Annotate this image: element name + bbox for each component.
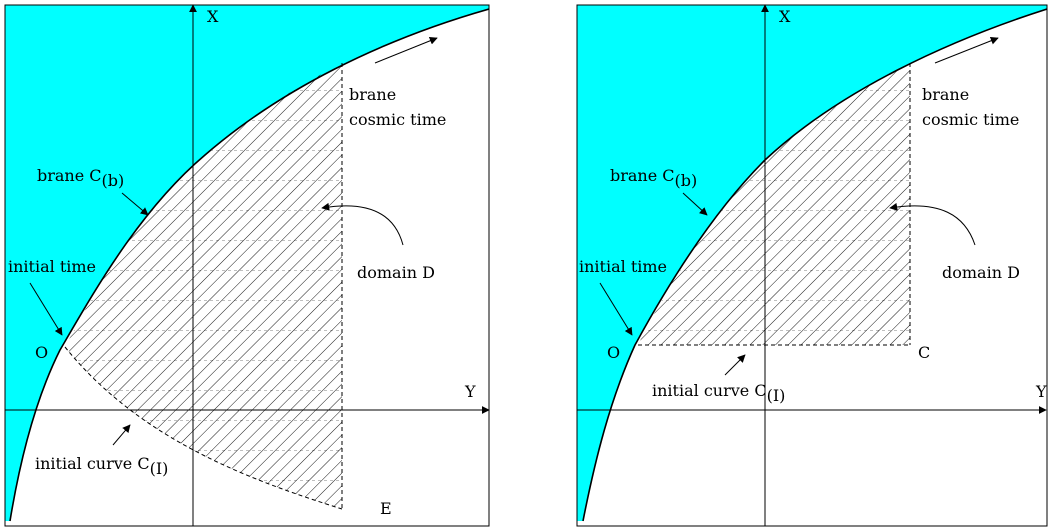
point-o-label: O [607, 343, 620, 362]
y-axis-label: Y [1035, 382, 1047, 401]
point-e-label: E [380, 499, 392, 518]
initial-time-arrow [29, 282, 63, 336]
x-axis-label: X [779, 7, 791, 26]
cosmic-time-label-1: brane [922, 85, 969, 104]
domain-label: domain D [357, 263, 435, 282]
cosmic-time-label-2: cosmic time [349, 110, 446, 129]
initial-curve-label: initial curve C(I) [35, 454, 168, 478]
brane-curve [582, 8, 1047, 522]
brane-curve [9, 8, 489, 522]
initial-time-label: initial time [579, 257, 667, 276]
cosmic-time-arrow [374, 36, 438, 64]
domain-grid [638, 63, 910, 345]
brane-label: brane C(b) [37, 166, 124, 190]
brane-label-arrow [121, 192, 149, 216]
point-c-label: C [918, 343, 930, 362]
left-frame [4, 4, 490, 527]
initial-time-arrow [599, 282, 633, 336]
y-axis-label: Y [464, 382, 476, 401]
initial-time-label: initial time [8, 257, 96, 276]
right-frame [576, 4, 1048, 527]
domain-label-arrow [889, 202, 976, 246]
right-panel: X Y brane cosmic time brane C(b) initial… [576, 4, 1048, 527]
cosmic-time-label-2: cosmic time [922, 110, 1019, 129]
point-o-label: O [35, 343, 48, 362]
brane-region [577, 5, 1047, 521]
brane-label-arrow [682, 192, 708, 216]
initial-curve [64, 346, 343, 510]
domain-label: domain D [942, 263, 1020, 282]
domain-label-arrow [321, 202, 404, 246]
brane-region [5, 5, 489, 521]
initial-curve-label: initial curve C(I) [652, 381, 785, 405]
initial-curve-arrow [724, 354, 746, 376]
domain-grid [65, 63, 342, 509]
brane-label: brane C(b) [610, 166, 697, 190]
cosmic-time-arrow [934, 36, 999, 64]
x-axis-label: X [207, 7, 219, 26]
left-panel: X Y brane cosmic time brane C(b) initial… [4, 4, 490, 527]
cosmic-time-label-1: brane [349, 85, 396, 104]
initial-curve-arrow [112, 424, 131, 446]
